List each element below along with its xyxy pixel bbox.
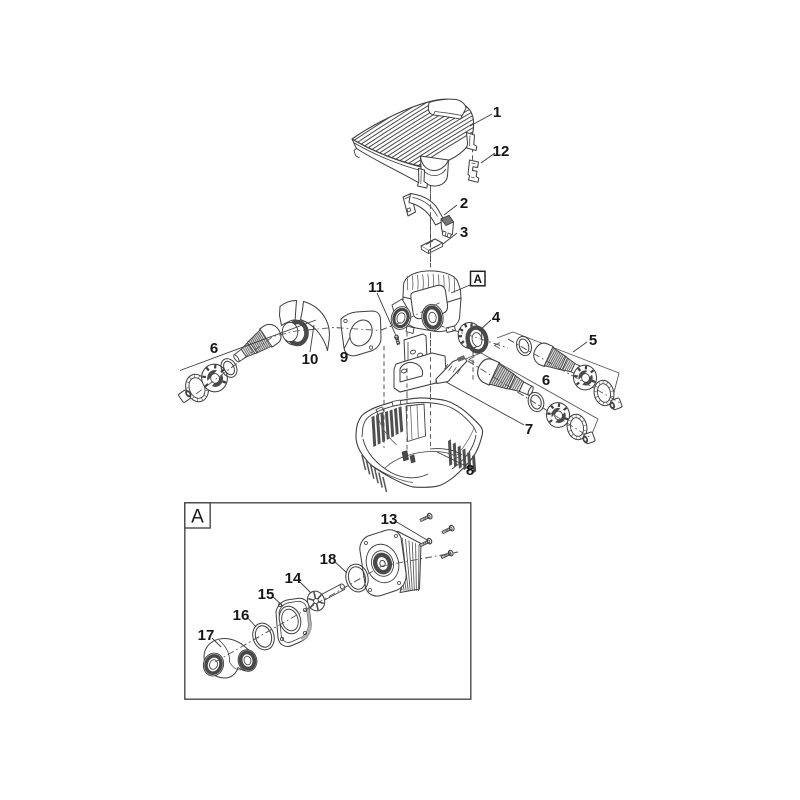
svg-text:16: 16 xyxy=(233,607,250,624)
svg-text:6: 6 xyxy=(210,340,218,357)
svg-text:7: 7 xyxy=(525,421,533,438)
svg-text:15: 15 xyxy=(258,586,275,603)
svg-text:8: 8 xyxy=(466,462,474,479)
svg-text:12: 12 xyxy=(493,143,510,160)
svg-text:13: 13 xyxy=(381,511,398,528)
svg-text:14: 14 xyxy=(285,570,302,587)
svg-text:17: 17 xyxy=(198,627,215,644)
svg-text:11: 11 xyxy=(368,279,384,296)
svg-text:A: A xyxy=(474,274,482,286)
svg-text:10: 10 xyxy=(302,351,319,368)
svg-text:6: 6 xyxy=(542,372,550,389)
svg-text:3: 3 xyxy=(460,224,468,241)
svg-text:1: 1 xyxy=(493,104,501,121)
svg-text:5: 5 xyxy=(589,332,597,349)
svg-text:2: 2 xyxy=(460,195,468,212)
svg-text:9: 9 xyxy=(340,349,348,366)
svg-text:4: 4 xyxy=(492,309,501,326)
svg-text:A: A xyxy=(191,507,204,528)
svg-text:18: 18 xyxy=(320,551,337,568)
